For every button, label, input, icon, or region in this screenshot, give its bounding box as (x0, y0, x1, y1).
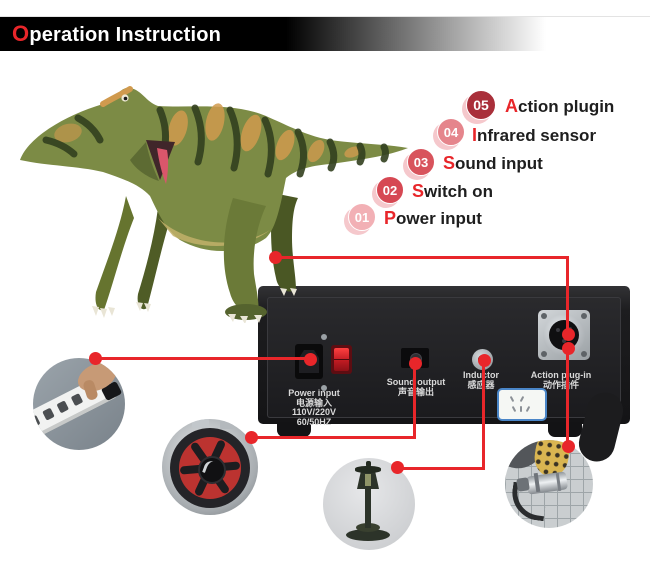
connector-pin (562, 339, 566, 343)
sound-label-zh: 声音输出 (382, 387, 450, 398)
step-label-initial: I (472, 125, 478, 145)
speaker-center-cap (198, 456, 226, 484)
sensor-base (346, 529, 390, 541)
line-action-vertical-bottom (566, 347, 569, 447)
dot-action-connector-top (562, 328, 575, 341)
step-label-text: nfrared sensor (477, 126, 597, 145)
control-box-foot-left (277, 422, 311, 437)
speaker-photo (162, 419, 258, 515)
top-divider (0, 16, 650, 17)
step-badge-04: 04 (437, 118, 465, 146)
dot-sensor (391, 461, 404, 474)
line-inductor-vertical (482, 360, 485, 469)
dot-inductor-jack (478, 354, 491, 367)
inductor-label-en: Inductor (463, 370, 499, 380)
dot-action-plug-photo (562, 440, 575, 453)
step-label-power-input: Power input (384, 208, 482, 229)
power-rocker-switch (331, 345, 352, 374)
sensor-finial (366, 461, 371, 467)
screw-top (321, 334, 327, 340)
step-label-initial: A (505, 96, 518, 116)
flange-hole (581, 313, 587, 319)
flange-hole (541, 313, 547, 319)
step-label-initial: S (443, 153, 456, 173)
power-label-zh: 电源输入 (295, 397, 332, 408)
inductor-label: Inductor 感应器 (454, 370, 508, 390)
connector-pin (556, 328, 560, 332)
power-label-frequency: 60/50HZ (296, 416, 332, 427)
page-title-initial: O (12, 21, 30, 46)
step-label-initial: P (384, 208, 397, 228)
page-title-rest: peration Instruction (29, 24, 222, 46)
sensor-stem (365, 488, 371, 528)
step-label-sound-input: Sound input (443, 153, 543, 174)
power-label-voltage: 110V/220V (291, 407, 337, 417)
sticker-slot (525, 405, 531, 413)
step-label-text: ower input (396, 209, 482, 228)
step-label-action-plugin: Action plugin (505, 96, 614, 117)
strip-socket (56, 400, 70, 414)
header-bar: Operation Instruction (0, 17, 650, 51)
line-sound-horizontal (251, 436, 416, 439)
action-label-zh: 动作插件 (542, 379, 579, 390)
step-badge-01: 01 (348, 203, 376, 231)
sound-output-label: Sound output 声音输出 (382, 377, 450, 398)
strip-socket (70, 393, 84, 407)
line-action-horizontal (275, 256, 568, 259)
power-label-en: Power input (288, 388, 340, 398)
speaker-tab (192, 419, 209, 428)
step-badge-03: 03 (407, 148, 435, 176)
action-plug-photo (505, 440, 593, 528)
dot-speaker (245, 431, 258, 444)
dinosaur-image (20, 86, 408, 323)
step-label-text: witch on (424, 182, 493, 201)
strip-socket (33, 414, 41, 428)
rocker-switch-split (334, 359, 349, 360)
speaker-tab (220, 421, 234, 429)
step-badge-02: 02 (376, 176, 404, 204)
outlet-sticker (497, 388, 547, 421)
power-strip-photo (33, 358, 125, 450)
metal-plug (525, 471, 569, 495)
step-label-initial: S (412, 181, 425, 201)
sticker-slot (519, 395, 525, 403)
dot-dinosaur-leg (269, 251, 282, 264)
dot-power-inlet (304, 353, 317, 366)
sensor-cap (355, 466, 381, 473)
line-action-vertical-top (566, 256, 569, 335)
line-power (95, 357, 310, 360)
step-label-text: ction plugin (518, 97, 615, 116)
dot-action-connector-bottom (562, 342, 575, 355)
inductor-label-zh: 感应器 (467, 379, 495, 390)
sensor-window (365, 474, 371, 486)
line-inductor-horizontal (397, 467, 485, 470)
page-title: Operation Instruction (0, 21, 221, 47)
sticker-slot (511, 405, 517, 413)
flange-hole (541, 351, 547, 357)
step-label-switch-on: Switch on (412, 181, 493, 202)
action-label-en: Action plug-in (530, 370, 592, 380)
action-plug-in-label: Action plug-in 动作插件 (523, 370, 599, 390)
step-label-infrared-sensor: Infrared sensor (472, 125, 596, 146)
sticker-slot (520, 406, 522, 412)
strip-socket (42, 407, 55, 421)
step-badge-05: 05 (466, 90, 496, 120)
plug-tip (516, 477, 530, 492)
flange-hole (581, 351, 587, 357)
dot-power-strip (89, 352, 102, 365)
line-sound-vertical (413, 362, 416, 438)
dot-sound-jack (409, 357, 422, 370)
control-box-foot-right (548, 422, 582, 437)
sticker-slot (509, 395, 515, 403)
step-label-text: ound input (455, 154, 543, 173)
screw-bottom (321, 385, 327, 391)
power-input-label: Power input 电源输入 110V/220V 60/50HZ (270, 388, 358, 427)
